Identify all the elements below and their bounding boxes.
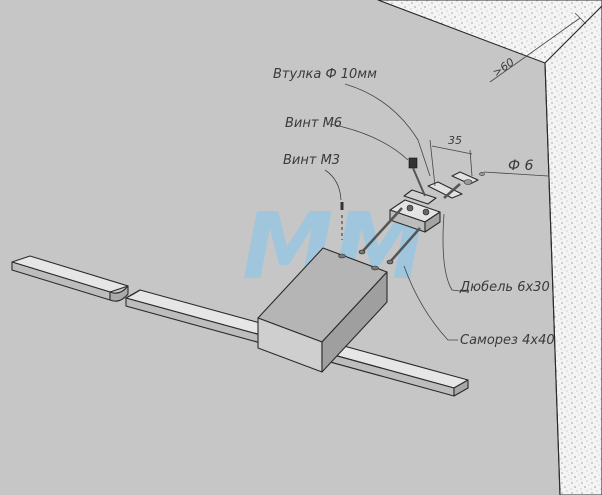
label-sleeve: Втулка Ф 10мм [273,67,377,82]
light-strip-short [11,255,129,302]
diameter-label-group: Ф 6 [483,158,549,177]
mount-box [257,247,388,373]
label-dowel: Дюбель 6х30 [459,280,550,295]
label-self-tapping-screw: Саморез 4х40 [460,333,555,348]
diameter-label: Ф 6 [508,158,534,174]
spacing-dimension: 35 [429,134,473,187]
label-screw-m3: Винт М3 [283,153,340,168]
spacing-label: 35 [448,134,462,147]
wall-top-edge [377,0,602,64]
label-screw-m6: Винт М6 [285,116,342,131]
screw-m6 [408,157,426,197]
mount-bracket [389,189,441,233]
self-tapping-screws [358,183,461,265]
